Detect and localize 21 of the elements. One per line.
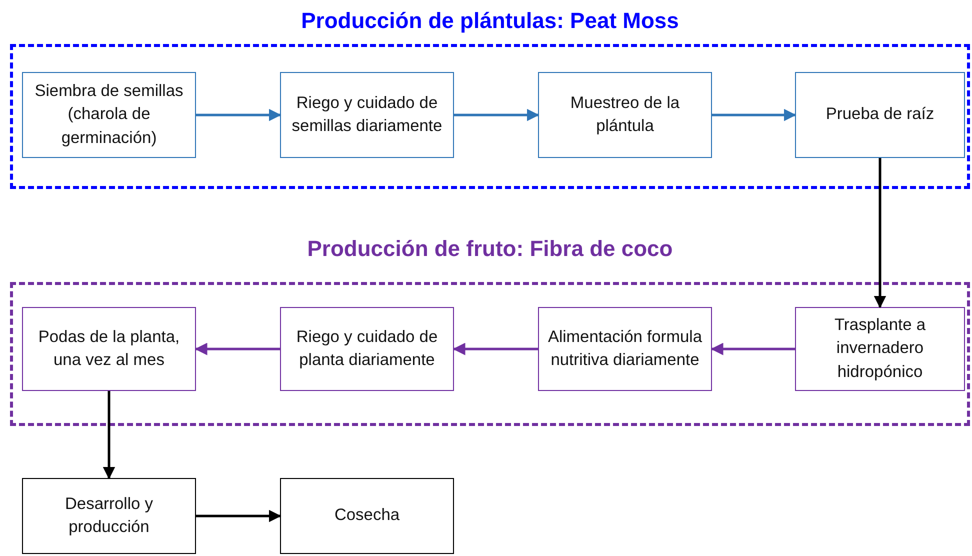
arrow <box>196 510 282 522</box>
group-heading: Producción de fruto: Fibra de coco <box>306 236 674 262</box>
process-box: Alimentación formula nutritiva diariamente <box>538 307 712 391</box>
arrow <box>194 342 280 356</box>
process-box: Riego y cuidado de planta diariamente <box>280 307 454 391</box>
arrow <box>452 342 538 356</box>
process-box: Cosecha <box>280 478 454 554</box>
process-box: Prueba de raíz <box>795 72 965 158</box>
process-box: Trasplante a invernadero hidropónico <box>795 307 965 391</box>
arrow <box>874 158 886 308</box>
process-box: Podas de la planta, una vez al mes <box>22 307 196 391</box>
process-box: Desarrollo y producción <box>22 478 196 554</box>
process-box: Riego y cuidado de semillas diariamente <box>280 72 454 158</box>
arrow <box>710 342 795 356</box>
arrow <box>712 108 796 122</box>
arrow <box>102 391 116 480</box>
arrow <box>454 108 540 122</box>
group-heading: Producción de plántulas: Peat Moss <box>300 8 680 34</box>
process-box: Muestreo de la plántula <box>538 72 712 158</box>
process-box: Siembra de semillas (charola de germinación) <box>22 72 196 158</box>
arrow <box>196 108 282 122</box>
